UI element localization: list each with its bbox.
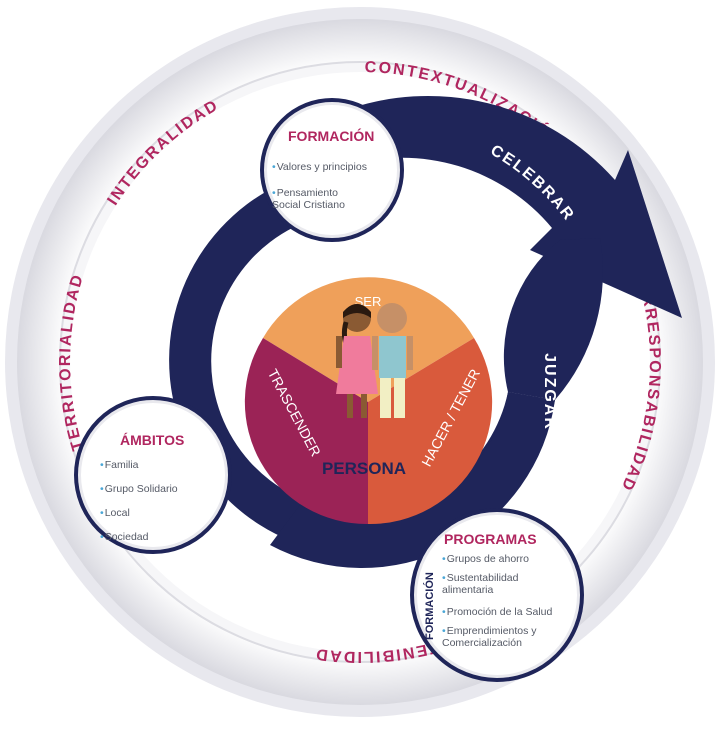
- bullet-icon: •: [442, 625, 446, 637]
- formacion-item: •Pensamiento Social Cristiano: [272, 187, 345, 211]
- stage-juzgar: JUZGAR: [541, 353, 558, 431]
- formacion-item-label: Pensamiento Social Cristiano: [272, 187, 345, 211]
- programas-item: •Sustentabilidad alimentaria: [442, 572, 519, 596]
- ambitos-item-label: Local: [104, 507, 130, 519]
- programas-item-label: Emprendimientos y Comercialización: [442, 625, 537, 649]
- bullet-icon: •: [100, 507, 104, 519]
- programas-card: [410, 508, 584, 682]
- center-label-persona: PERSONA: [322, 459, 406, 478]
- ambitos-item: •Local: [100, 507, 130, 519]
- programas-side-label: FORMACIÓN: [424, 572, 436, 640]
- bullet-icon: •: [442, 606, 446, 618]
- ambitos-item-label: Grupo Solidario: [104, 483, 178, 495]
- formacion-title: FORMACIÓN: [288, 128, 375, 144]
- bullet-icon: •: [100, 483, 104, 495]
- segment-trascender: [244, 338, 368, 525]
- bullet-icon: •: [100, 531, 104, 543]
- programas-title: PROGRAMAS: [444, 531, 537, 547]
- bullet-icon: •: [442, 553, 446, 565]
- ambitos-title: ÁMBITOS: [120, 432, 185, 448]
- ambitos-item: •Familia: [100, 459, 139, 471]
- ambitos-item-label: Familia: [104, 459, 139, 471]
- programas-item: •Promoción de la Salud: [442, 606, 552, 618]
- formacion-item-label: Valores y principios: [276, 161, 367, 173]
- ambitos-item-label: Sociedad: [104, 531, 149, 543]
- cycle-band-right: [503, 238, 603, 400]
- programas-item: •Emprendimientos y Comercialización: [442, 625, 537, 649]
- ambitos-card: [74, 396, 232, 554]
- programas-item: •Grupos de ahorro: [442, 553, 529, 565]
- programas-item-label: Sustentabilidad alimentaria: [442, 572, 519, 596]
- bullet-icon: •: [442, 572, 446, 584]
- ambitos-item: •Sociedad: [100, 531, 148, 543]
- bullet-icon: •: [272, 187, 276, 199]
- bullet-icon: •: [100, 459, 104, 471]
- ambitos-item: •Grupo Solidario: [100, 483, 178, 495]
- programas-item-label: Grupos de ahorro: [446, 553, 529, 565]
- bullet-icon: •: [272, 161, 276, 173]
- boy-icon: [372, 303, 413, 418]
- programas-item-label: Promoción de la Salud: [446, 606, 553, 618]
- formacion-item: •Valores y principios: [272, 161, 367, 173]
- formacion-card: [260, 98, 404, 242]
- stage-actuar: ACTUAR: [283, 571, 363, 588]
